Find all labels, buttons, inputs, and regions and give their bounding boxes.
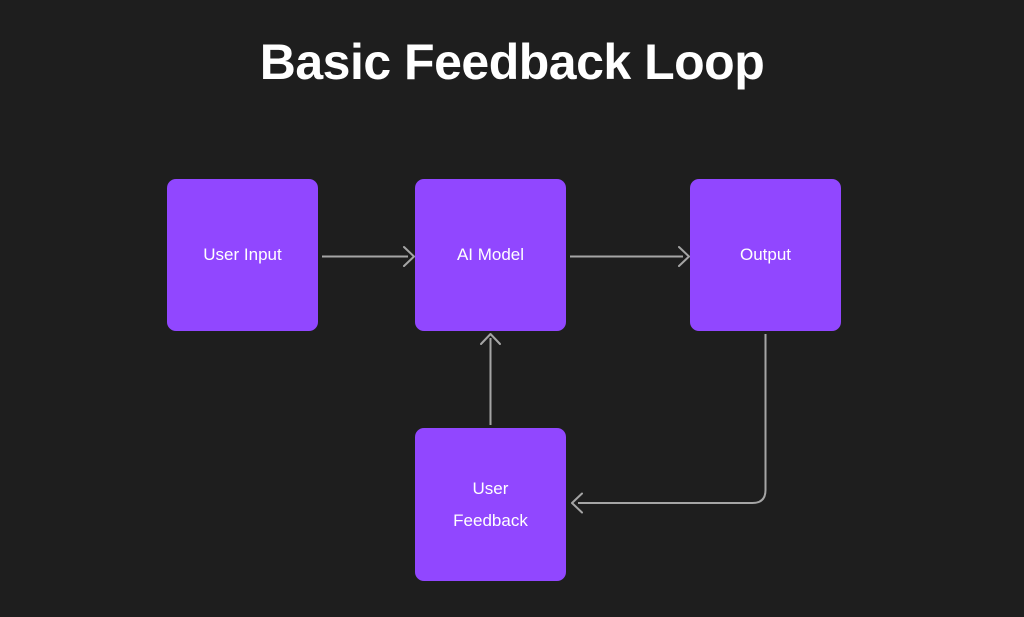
arrowhead-left-icon <box>571 492 583 514</box>
node-user-input[interactable]: User Input <box>167 179 318 331</box>
node-ai-model-label: AI Model <box>456 245 525 264</box>
connector-line <box>578 334 767 504</box>
connector-ai-model-to-output <box>570 246 690 267</box>
node-output[interactable]: Output <box>690 179 841 331</box>
node-user-feedback[interactable]: User Feedback <box>415 428 566 581</box>
node-user-input-label: User Input <box>203 245 282 264</box>
node-ai-model[interactable]: AI Model <box>415 179 566 331</box>
connector-output-to-user-feedback <box>571 334 767 514</box>
arrowhead-right-icon <box>403 246 415 267</box>
arrowhead-up-icon <box>480 333 501 345</box>
page-title: Basic Feedback Loop <box>259 34 765 90</box>
node-user-feedback-label: User Feedback <box>453 478 528 530</box>
connector-user-feedback-to-ai-model <box>480 333 501 425</box>
connector-user-input-to-ai-model <box>322 246 415 267</box>
node-output-label: Output <box>739 245 792 264</box>
arrowhead-right-icon <box>678 246 690 267</box>
